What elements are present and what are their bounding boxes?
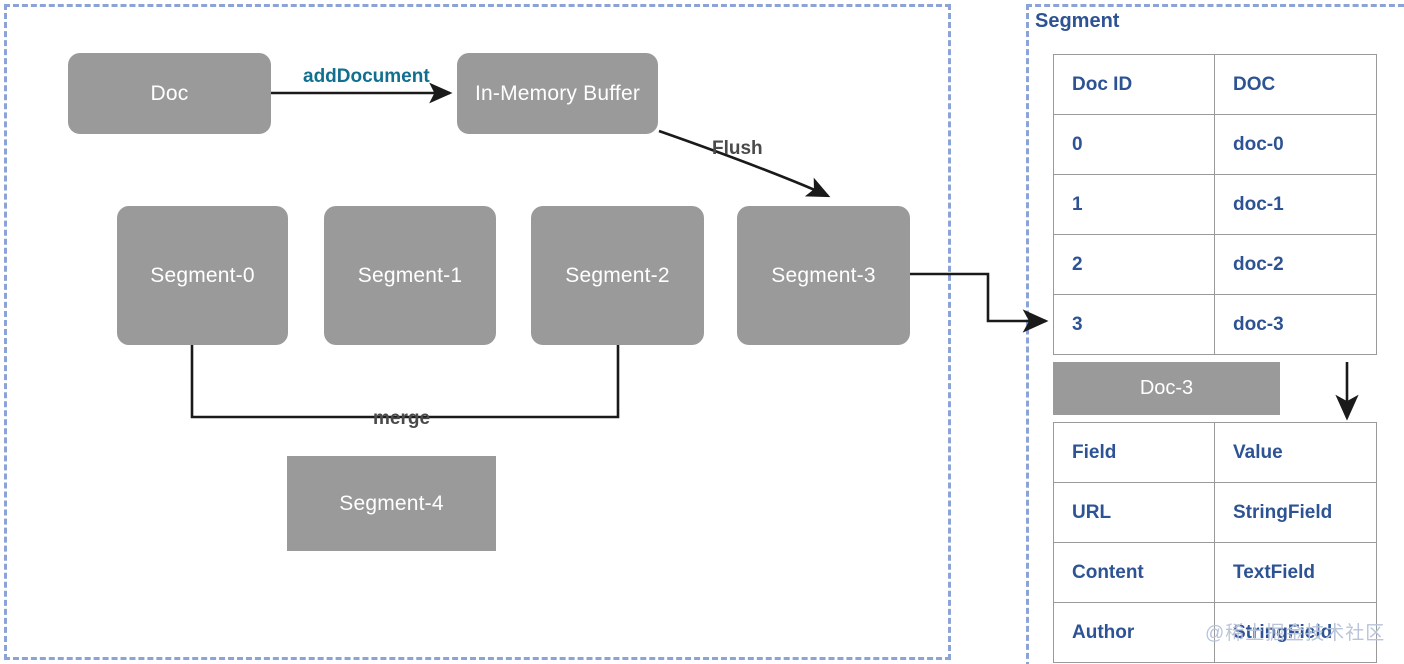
- cell-field: URL: [1053, 482, 1215, 543]
- cell-doc: doc-3: [1214, 294, 1377, 355]
- edge-label-flush: Flush: [712, 138, 763, 159]
- node-in-memory-buffer[interactable]: In-Memory Buffer: [457, 53, 658, 134]
- node-segment-0[interactable]: Segment-0: [117, 206, 288, 345]
- cell-doc-id: 2: [1053, 234, 1215, 295]
- field-value-table: Field Value URL StringField Content Text…: [1053, 422, 1377, 663]
- table-header-row: Doc ID DOC: [1053, 54, 1377, 115]
- edge-label-add-document: addDocument: [303, 66, 430, 87]
- table-row[interactable]: 1 doc-1: [1053, 174, 1377, 235]
- segment-panel-title: Segment: [1035, 10, 1120, 32]
- table-row[interactable]: 0 doc-0: [1053, 114, 1377, 175]
- cell-doc: doc-0: [1214, 114, 1377, 175]
- table-row[interactable]: URL StringField: [1053, 482, 1377, 543]
- table-row[interactable]: 2 doc-2: [1053, 234, 1377, 295]
- cell-doc-id: 1: [1053, 174, 1215, 235]
- right-panel-boundary: [1026, 4, 1404, 664]
- node-segment-3-label: Segment-3: [771, 263, 876, 287]
- table-row[interactable]: 3 doc-3: [1053, 294, 1377, 355]
- doc-detail-header-label: Doc-3: [1139, 377, 1194, 399]
- table-row[interactable]: Content TextField: [1053, 542, 1377, 603]
- node-segment-2-label: Segment-2: [565, 263, 670, 287]
- edge-label-merge: merge: [373, 408, 431, 429]
- watermark: @稀土掘金技术社区: [1205, 623, 1386, 644]
- cell-value: StringField: [1214, 482, 1377, 543]
- cell-value: TextField: [1214, 542, 1377, 603]
- table-row[interactable]: Author StringField: [1053, 602, 1377, 663]
- header-value: Value: [1214, 422, 1377, 483]
- node-segment-1[interactable]: Segment-1: [324, 206, 496, 345]
- cell-doc-id: 0: [1053, 114, 1215, 175]
- doc-detail-header: Doc-3: [1053, 362, 1280, 415]
- table-header-row: Field Value: [1053, 422, 1377, 483]
- node-segment-4[interactable]: Segment-4: [287, 456, 496, 551]
- node-segment-0-label: Segment-0: [150, 263, 255, 287]
- node-segment-3[interactable]: Segment-3: [737, 206, 910, 345]
- header-field: Field: [1053, 422, 1215, 483]
- header-doc-id: Doc ID: [1053, 54, 1215, 115]
- cell-value: StringField: [1214, 602, 1377, 663]
- header-doc: DOC: [1214, 54, 1377, 115]
- cell-doc: doc-1: [1214, 174, 1377, 235]
- left-panel-boundary: [4, 4, 951, 660]
- node-segment-1-label: Segment-1: [357, 263, 463, 287]
- node-segment-2[interactable]: Segment-2: [531, 206, 704, 345]
- cell-field: Content: [1053, 542, 1215, 603]
- node-doc[interactable]: Doc: [68, 53, 271, 134]
- node-in-memory-buffer-label: In-Memory Buffer: [474, 81, 641, 105]
- doc-id-table: Doc ID DOC 0 doc-0 1 doc-1 2 doc-2 3 doc…: [1053, 54, 1377, 355]
- node-segment-4-label: Segment-4: [339, 491, 444, 515]
- cell-field: Author: [1053, 602, 1215, 663]
- cell-doc: doc-2: [1214, 234, 1377, 295]
- node-doc-label: Doc: [150, 81, 189, 105]
- cell-doc-id: 3: [1053, 294, 1215, 355]
